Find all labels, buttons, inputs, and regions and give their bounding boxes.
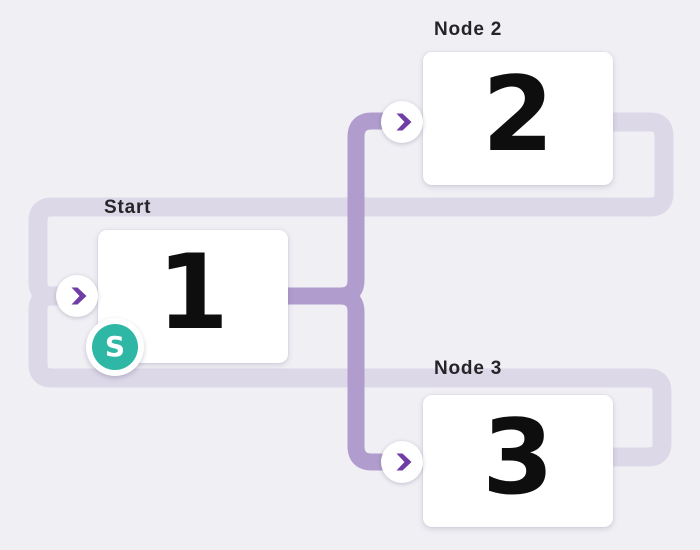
node-label-start: Start: [104, 197, 152, 218]
node-2[interactable]: 2: [423, 52, 613, 185]
node-label-node3: Node 3: [434, 358, 503, 379]
wire-start-to-node3[interactable]: [288, 287, 391, 471]
chevron-right-icon: [71, 287, 87, 305]
node-start-input-port[interactable]: [56, 275, 98, 317]
node-3-input-port[interactable]: [381, 441, 423, 483]
node-2-digit: 2: [482, 55, 554, 175]
node-2-input-port[interactable]: [381, 101, 423, 143]
start-status-badge: S: [86, 318, 144, 376]
start-badge-letter: S: [92, 324, 138, 370]
node-start[interactable]: 1: [98, 230, 288, 363]
node-label-node2: Node 2: [434, 19, 503, 40]
chevron-right-icon: [396, 453, 412, 471]
node-start-digit: 1: [157, 233, 229, 353]
node-3[interactable]: 3: [423, 395, 613, 527]
chevron-right-icon: [396, 113, 412, 131]
node-3-digit: 3: [482, 397, 554, 518]
